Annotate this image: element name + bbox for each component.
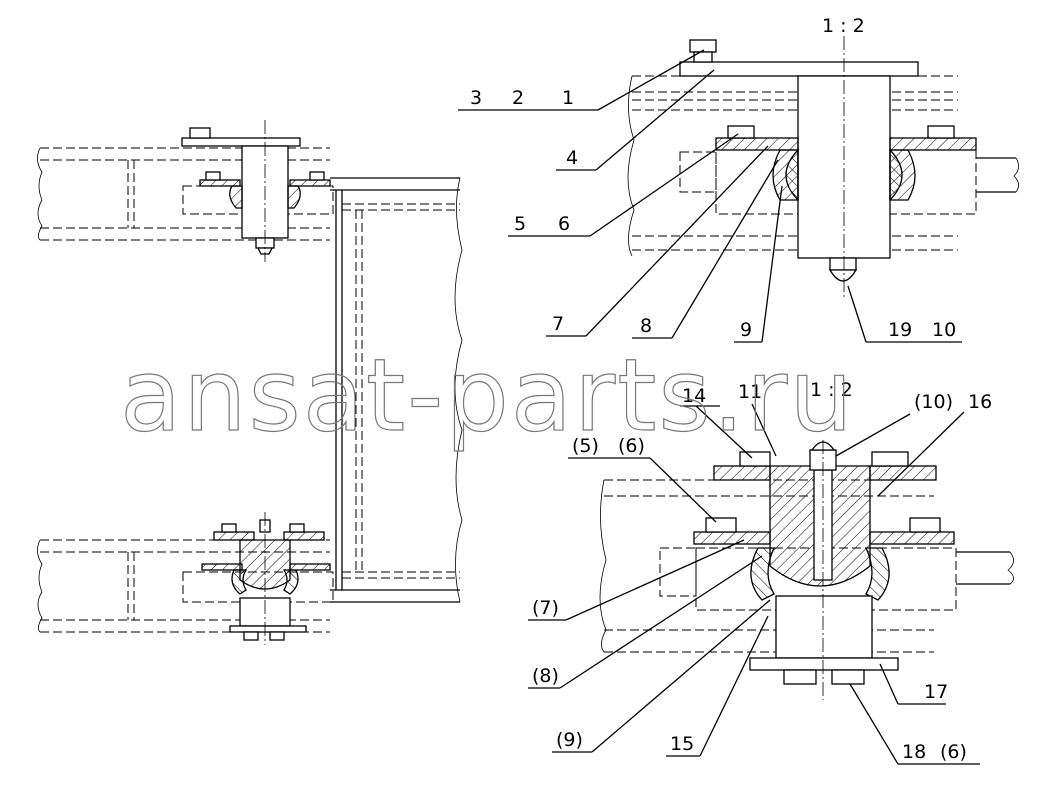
callout-8-ref: (8) — [532, 665, 559, 687]
callout-5-ref: (5) — [572, 435, 599, 457]
callouts-lower: 14 11 (10) 16 (5) (6) (7) (8) (9) 15 17 … — [532, 381, 992, 763]
callout-9-ref: (9) — [556, 729, 583, 751]
callout-17: 17 — [924, 681, 948, 703]
callout-18: 18 — [902, 741, 926, 763]
callout-6-ref: (6) — [618, 435, 645, 457]
callout-6: 6 — [558, 213, 570, 235]
callout-7-ref: (7) — [532, 597, 559, 619]
callout-19: 19 — [888, 319, 912, 341]
callout-7: 7 — [552, 313, 564, 335]
callout-4: 4 — [566, 147, 578, 169]
scale-labels: 1 : 2 1 : 2 — [810, 15, 865, 401]
detail-view-lower — [599, 440, 1014, 700]
callout-14: 14 — [682, 385, 706, 407]
callout-11: 11 — [738, 381, 762, 403]
callout-1: 1 — [562, 87, 574, 109]
callout-2: 2 — [512, 87, 524, 109]
callout-10: 10 — [932, 319, 956, 341]
callout-6-ref-2: (6) — [940, 741, 967, 763]
callout-9: 9 — [740, 319, 752, 341]
callout-5: 5 — [514, 213, 526, 235]
callouts-upper: 3 2 1 4 5 6 7 8 9 19 10 — [470, 87, 956, 341]
callout-10-ref: (10) — [914, 391, 953, 413]
scale-label-lower: 1 : 2 — [810, 379, 853, 401]
overview-view — [37, 120, 463, 645]
callout-16: 16 — [968, 391, 992, 413]
detail-view-upper — [627, 36, 1019, 300]
callout-8: 8 — [640, 315, 652, 337]
callout-15: 15 — [670, 733, 694, 755]
watermark: ansat-parts.ru — [120, 337, 855, 454]
scale-label-upper: 1 : 2 — [822, 15, 865, 37]
callout-3: 3 — [470, 87, 482, 109]
leader-lines — [458, 49, 980, 765]
